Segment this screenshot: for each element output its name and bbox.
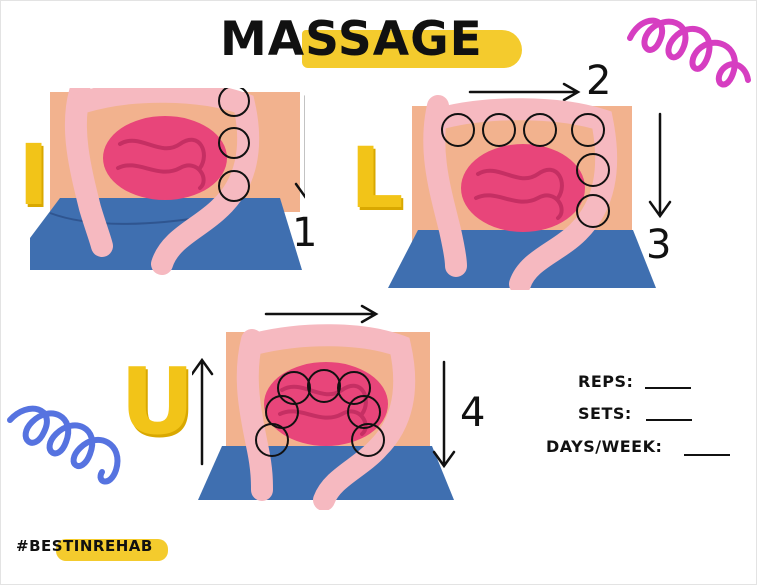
panel-l-stroke [388,82,672,290]
days-week-row: DAYS/WEEK: [546,437,731,456]
page-title: MASSAGE [220,12,483,67]
panel-u-stroke [192,304,456,510]
sets-row: SETS: [578,404,692,423]
step-letter-l: L [350,129,404,227]
magenta-spiral-decoration [627,17,751,88]
reps-blank [645,387,692,389]
reps-label: REPS: [578,372,634,391]
step-number-3: 3 [646,222,672,268]
reps-row: REPS: [578,372,692,391]
panel-i-stroke [30,88,305,275]
days-week-blank [684,454,731,456]
title-highlight [302,30,522,68]
hashtag-highlight [56,539,168,561]
blue-spiral-decoration [7,405,121,485]
days-week-label: DAYS/WEEK: [546,437,663,456]
step-number-4: 4 [460,390,486,436]
sets-label: SETS: [578,404,632,423]
step-number-2: 2 [586,58,612,104]
step-letter-u: U [120,348,195,455]
sets-blank [645,419,692,421]
title-block: MASSAGE [210,8,530,72]
step-number-1: 1 [292,210,318,256]
step-letter-i: I [18,126,50,224]
hashtag: #BESTINREHAB [16,537,153,555]
